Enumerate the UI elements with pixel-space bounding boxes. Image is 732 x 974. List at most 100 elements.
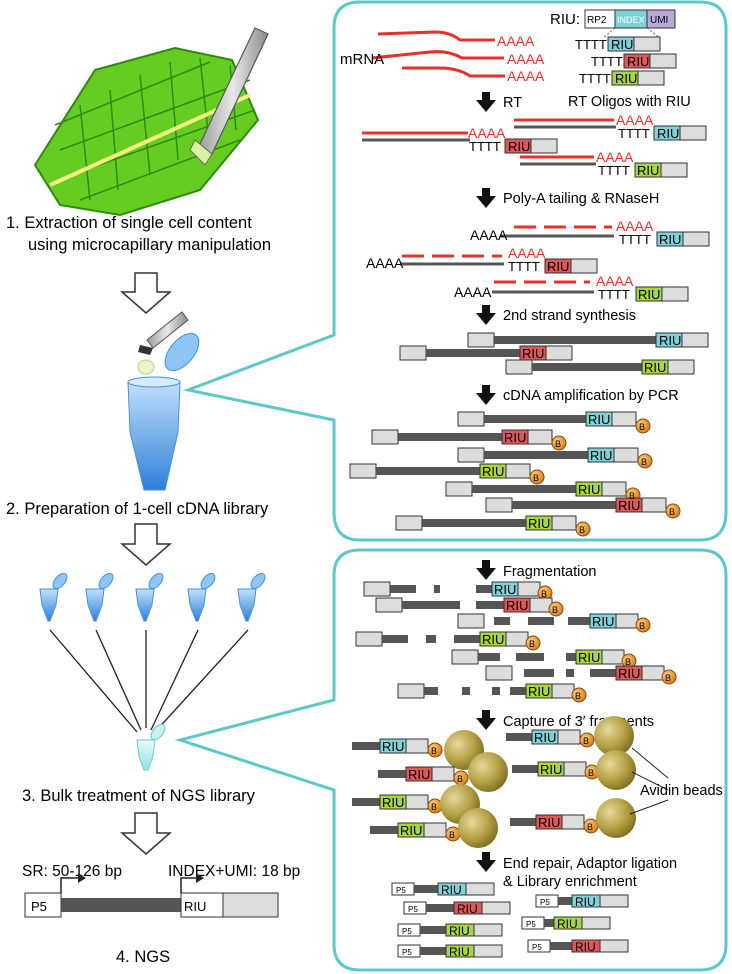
- step-fragmentation-label: Fragmentation: [503, 564, 597, 580]
- pooling-arrows: [49, 629, 249, 733]
- biotin-label: B: [533, 473, 539, 483]
- step-arrow-icon: [476, 710, 496, 730]
- captured-fragments: [352, 716, 636, 848]
- final-library: [391, 882, 629, 958]
- pcr-products: [349, 411, 681, 537]
- step1-line1: 1. Extraction of single cell content: [6, 214, 252, 232]
- biotin-label: B: [588, 768, 594, 778]
- biotin-label: B: [449, 830, 455, 840]
- rnaseh-products: [400, 225, 710, 302]
- capture-labels: RIU B RIU B RIU B RIU B RIU B RIU B RIU …: [382, 730, 594, 840]
- polyt-label: TTTT: [575, 37, 607, 52]
- mrna-strands: [371, 30, 505, 78]
- biotin-label: B: [587, 822, 593, 832]
- biotin-label: B: [639, 621, 645, 631]
- tube-icon: [127, 332, 200, 491]
- polya-tail: AAAA: [366, 255, 404, 271]
- biotin-label: B: [625, 657, 631, 667]
- biotin-label: B: [555, 439, 561, 449]
- step-rt-label: RT: [503, 95, 522, 111]
- riu-label: RIU: [441, 883, 462, 897]
- step-arrow-icon: [476, 385, 496, 405]
- step4-label: 4. NGS: [116, 948, 170, 966]
- riu-label: RIU: [540, 762, 562, 777]
- fragment-labels: RIU B RIU B RIU B RIU B RIU B RIU B RIU …: [482, 582, 671, 701]
- riu-label: RIU: [637, 163, 659, 178]
- biotin-label: B: [575, 691, 581, 701]
- mrna-label: mRNA: [340, 51, 384, 68]
- riu-header-label: RIU:: [550, 11, 580, 28]
- biotin-label: B: [552, 605, 558, 615]
- riu-label: RIU: [557, 917, 578, 931]
- polyt-label: TTTT: [618, 126, 650, 141]
- step-arrow-icon: [476, 305, 496, 325]
- polya-tail: AAAA: [468, 125, 506, 141]
- polyt-label: TTTT: [469, 139, 501, 154]
- step-pcr-label: cDNA amplification by PCR: [503, 388, 679, 404]
- index-umi-label: INDEX+UMI: 18 bp: [168, 863, 300, 880]
- step3-label: 3. Bulk treatment of NGS library: [22, 787, 256, 805]
- riu-label: RIU: [611, 37, 633, 52]
- avidin-beads-label: Avidin beads: [640, 783, 723, 799]
- biotin-label: B: [579, 525, 585, 535]
- step2-label: 2. Preparation of 1-cell cDNA library: [6, 500, 269, 518]
- polyt-label: TTTT: [619, 232, 651, 247]
- p5-label: P5: [408, 905, 418, 914]
- small-tubes-row: [39, 572, 266, 622]
- riu-label: RIU: [508, 139, 530, 154]
- step1-line2: using microcapillary manipulation: [28, 236, 271, 254]
- pcr-labels: RIU B RIU B RIU B RIU B RIU B RIU B RIU …: [482, 412, 675, 535]
- polya-tail: AAAA: [596, 149, 634, 165]
- biotin-label: B: [669, 507, 675, 517]
- riu-label: RIU: [538, 815, 560, 830]
- step-2nd-strand-label: 2nd strand synthesis: [503, 308, 636, 324]
- step-polya-label: Poly-A tailing & RNaseH: [503, 191, 659, 207]
- riu-label: RIU: [522, 346, 544, 361]
- riu-label: RIU: [382, 739, 404, 754]
- leaf-illustration: [33, 46, 260, 217]
- ngs-riu-label: RIU: [184, 899, 206, 914]
- riu-label: RIU: [627, 54, 649, 69]
- biotin-label: B: [629, 491, 635, 501]
- p5-label: P5: [540, 898, 550, 907]
- riu-label: RIU: [657, 126, 679, 141]
- avidin-pointer-lines: [629, 747, 669, 815]
- step-end-repair-line1: End repair, Adaptor ligation: [503, 856, 677, 872]
- step-arrow-icon: [476, 852, 496, 872]
- riu-label: RIU: [659, 232, 681, 247]
- final-library-labels: P5 RIU P5 RIU P5 RIU P5 RIU P5 RIU P5 RI…: [396, 883, 596, 959]
- polya-tail: AAAA: [616, 112, 654, 128]
- polya-tail: AAAA: [454, 284, 492, 300]
- riu-label: RIU: [618, 498, 640, 513]
- p5-label: P5: [532, 943, 542, 952]
- riu-label: RIU: [449, 924, 470, 938]
- p5-label: P5: [526, 920, 536, 929]
- riu-label: RIU: [615, 71, 637, 86]
- riu-label: RIU: [400, 823, 422, 838]
- top-panel-frame: [182, 0, 728, 542]
- pooled-tube-icon: [136, 723, 166, 771]
- polyt-label: TTTT: [598, 163, 630, 178]
- p5-label: P5: [396, 886, 406, 895]
- p5-label: P5: [402, 927, 412, 936]
- pipette-tip-icon: [137, 311, 189, 375]
- riu-label: RIU: [588, 412, 610, 427]
- polya-tail: AAAA: [596, 273, 634, 289]
- sr-label: SR: 50-126 bp: [22, 863, 122, 880]
- polya-tail: AAAA: [616, 218, 654, 234]
- riu-label: RIU: [506, 598, 528, 613]
- ngs-read-structure: [24, 873, 279, 918]
- biotin-label: B: [431, 802, 437, 812]
- riu-label: RIU: [578, 482, 600, 497]
- double-strand-cdna: [399, 332, 709, 375]
- riu-label: RIU: [528, 516, 550, 531]
- polyt-label: TTTT: [579, 71, 611, 86]
- riu-structure-legend: [584, 9, 676, 39]
- riu-label: RIU: [575, 895, 596, 909]
- polyt-label: TTTT: [591, 54, 623, 69]
- biotin-label: B: [583, 736, 589, 746]
- step-end-repair-line2: & Library enrichment: [503, 874, 637, 890]
- riu-label: RIU: [644, 360, 666, 375]
- polya-tail: AAAA: [507, 68, 545, 84]
